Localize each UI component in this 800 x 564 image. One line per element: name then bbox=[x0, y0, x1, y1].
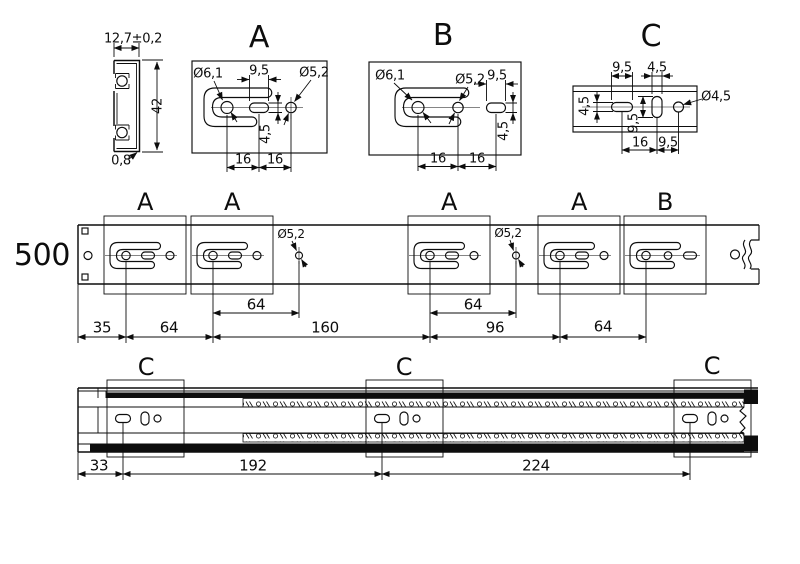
rail-dim-64-lower: 64 bbox=[159, 318, 179, 337]
detail-b-slot-height: 4,5 bbox=[496, 121, 512, 141]
zone-label-c2: C bbox=[395, 353, 413, 381]
zone-label-a2: A bbox=[223, 188, 241, 216]
rail-hole-callout-1: Ø5,2 bbox=[277, 227, 305, 241]
zone-label-a4: A bbox=[570, 188, 588, 216]
rail-assembled-view bbox=[77, 379, 758, 480]
rail-dim-96: 96 bbox=[485, 318, 505, 337]
rail-dim-35: 35 bbox=[92, 318, 112, 337]
detail-c-slot-v-height: 9,5 bbox=[626, 113, 642, 133]
detail-a-hook-hole-dia: Ø6,1 bbox=[193, 66, 223, 82]
detail-a-pitch-left: 16 bbox=[235, 152, 251, 168]
detail-a-slot-width: 9,5 bbox=[249, 63, 269, 79]
rail-dim-64-upper-1: 64 bbox=[246, 295, 266, 314]
detail-c-pitch-right: 9,5 bbox=[658, 135, 678, 151]
cross-section-thickness-dim: 0,8 bbox=[111, 153, 131, 169]
detail-b-label: B bbox=[432, 18, 454, 53]
zone-label-a3: A bbox=[440, 188, 458, 216]
detail-c-label: C bbox=[640, 19, 662, 54]
rail-dim-64-right: 64 bbox=[593, 317, 613, 336]
zone-label-c1: C bbox=[137, 353, 155, 381]
cross-section-width-dim: 12,7±0,2 bbox=[103, 31, 163, 47]
rail-dim-160: 160 bbox=[311, 318, 339, 337]
detail-view-b bbox=[368, 61, 522, 171]
detail-c-pitch-left: 16 bbox=[632, 135, 648, 151]
zone-label-b: B bbox=[656, 188, 674, 216]
assembled-dim-192: 192 bbox=[239, 456, 267, 475]
detail-a-hole-dia: Ø5,2 bbox=[299, 65, 329, 81]
rail-length-label: 500 bbox=[13, 238, 71, 273]
detail-c-slot-h-width: 9,5 bbox=[612, 60, 632, 76]
detail-a-pitch-right: 16 bbox=[267, 152, 283, 168]
assembled-dim-224: 224 bbox=[522, 456, 550, 475]
detail-b-pitch-right: 16 bbox=[469, 151, 485, 167]
detail-b-hole-dia: Ø5,2 bbox=[455, 72, 485, 88]
rail-dim-64-upper-2: 64 bbox=[463, 295, 483, 314]
cross-section-height-dim: 42 bbox=[150, 98, 166, 114]
detail-view-c bbox=[572, 72, 703, 154]
detail-b-hook-hole-dia: Ø6,1 bbox=[375, 68, 405, 84]
detail-c-slot-v-width: 4,5 bbox=[647, 60, 667, 76]
zone-label-c3: C bbox=[703, 352, 721, 380]
detail-a-label: A bbox=[248, 20, 270, 55]
detail-c-hole-dia: Ø4,5 bbox=[701, 89, 731, 105]
detail-b-pitch-left: 16 bbox=[430, 151, 446, 167]
assembled-dim-33: 33 bbox=[89, 456, 109, 475]
detail-c-slot-h-height: 4,5 bbox=[577, 96, 593, 116]
rail-side-view bbox=[77, 215, 760, 343]
detail-a-slot-height: 4,5 bbox=[258, 124, 274, 144]
rail-hole-callout-2: Ø5,2 bbox=[494, 226, 522, 240]
detail-b-slot-width: 9,5 bbox=[487, 68, 507, 84]
detail-view-a bbox=[191, 60, 328, 172]
zone-label-a1: A bbox=[136, 188, 154, 216]
cross-section-view bbox=[113, 43, 163, 160]
